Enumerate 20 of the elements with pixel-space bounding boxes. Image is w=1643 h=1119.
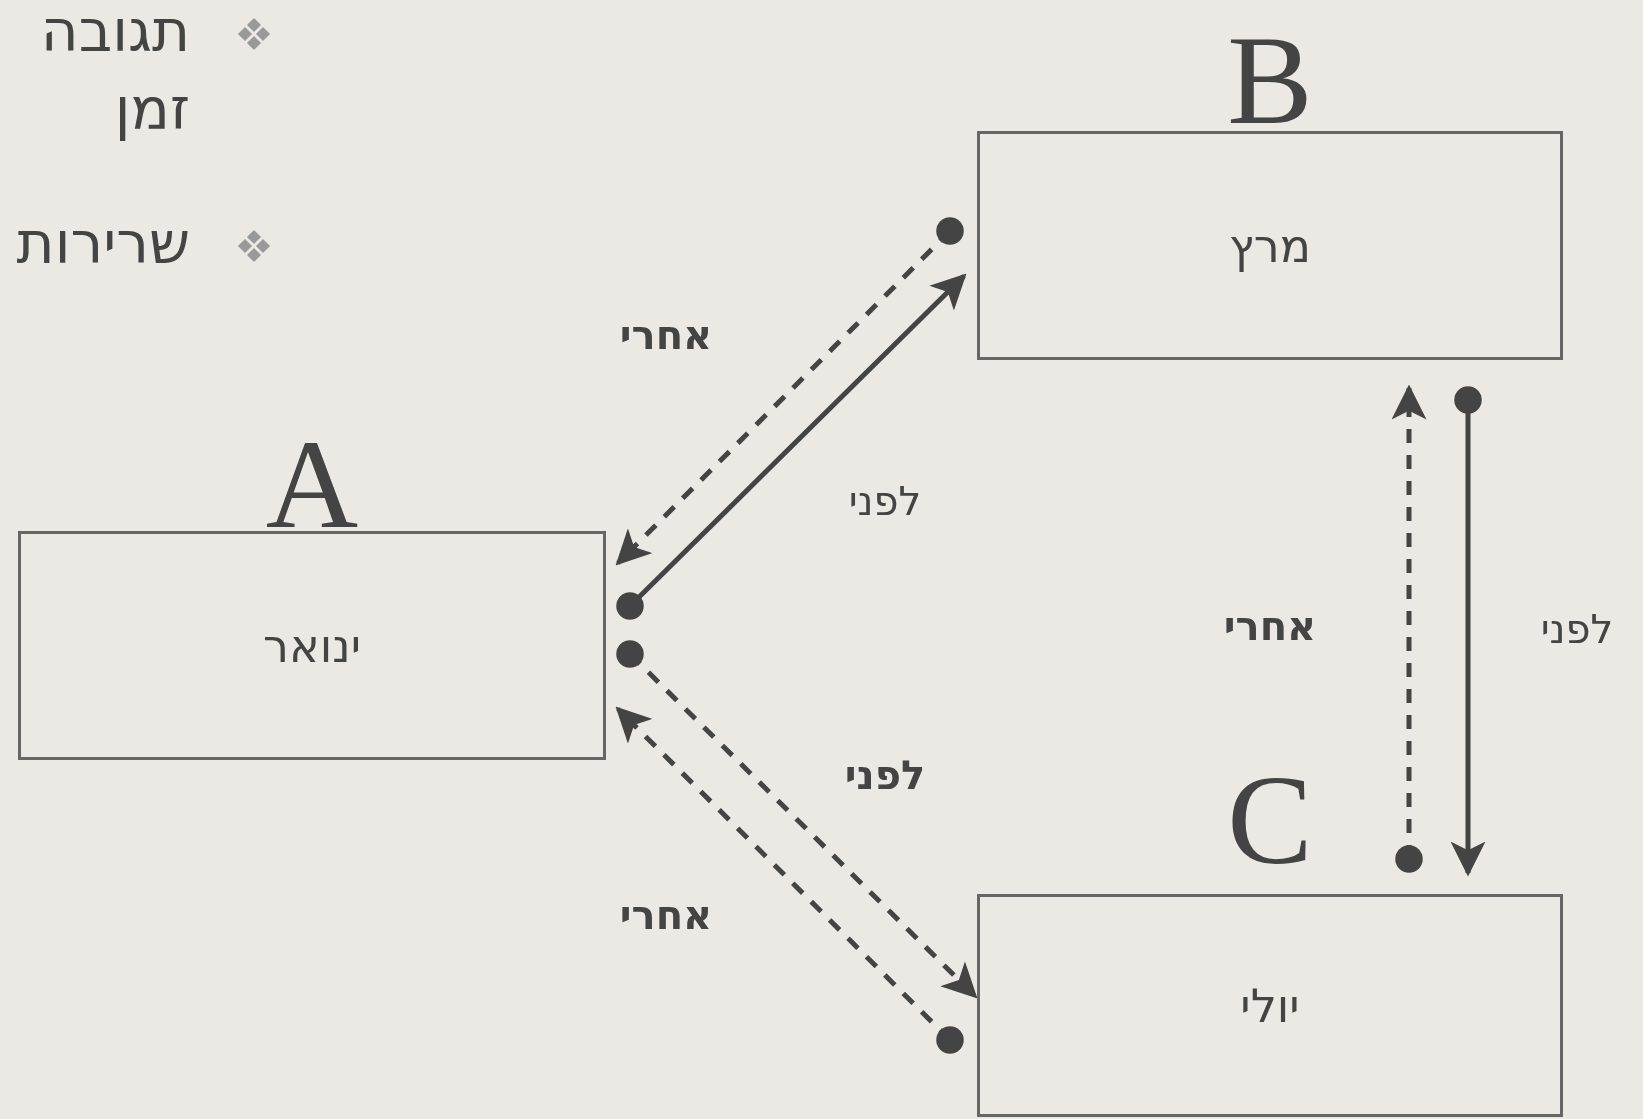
arrow <box>616 640 978 999</box>
arrow <box>1391 384 1427 873</box>
edge-label: לפני <box>844 752 926 798</box>
box-heading-letter: C <box>1226 756 1314 884</box>
arrow <box>615 217 964 566</box>
arrow <box>616 273 967 620</box>
bullet-text: שרירות <box>16 214 190 272</box>
edge-label: אחרי <box>619 892 713 938</box>
edge-label: לפני <box>1540 606 1614 652</box>
month-label: מרץ <box>1229 218 1311 273</box>
arrow <box>1450 386 1486 877</box>
box-heading-letter: A <box>264 420 360 548</box>
month-label: ינואר <box>263 618 361 673</box>
edge-label: אחרי <box>1223 603 1317 649</box>
arrow <box>615 706 964 1054</box>
box-heading-letter: B <box>1226 16 1314 144</box>
edge-label: לפני <box>848 478 922 524</box>
month-label: יולי <box>1240 978 1300 1033</box>
bullet-text: תגובה <box>40 2 190 60</box>
edge-label: אחרי <box>619 312 713 358</box>
